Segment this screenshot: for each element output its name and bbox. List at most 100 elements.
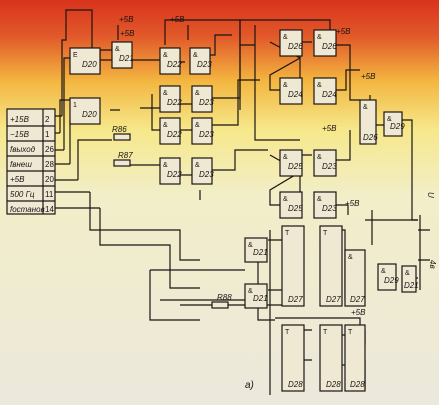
gate-symbol: &	[363, 104, 368, 111]
connector-row-pin: 28	[45, 160, 54, 169]
gate-label: D26	[288, 42, 303, 51]
edge-mark-mid: 4в	[428, 260, 437, 269]
gate-body	[244, 283, 268, 309]
gate-label: D26	[363, 133, 378, 142]
connector-row-label: +5B	[10, 175, 25, 184]
resistor-r87: R87	[113, 151, 133, 167]
gate-d23e: &D23	[313, 149, 337, 177]
gate-label: D28	[288, 380, 303, 389]
gate-d22a: &D22	[159, 47, 182, 75]
connector-row-label: fвыход	[10, 145, 36, 154]
supply-label-4: +5B	[361, 72, 376, 81]
gate-d22c: &D22	[159, 117, 182, 145]
gate-d23b: &D23	[191, 85, 214, 113]
gate-body	[159, 47, 181, 75]
gate-d25a: &D25	[279, 149, 303, 177]
gate-label: D23	[199, 130, 214, 139]
connector-row-pin: 2	[45, 115, 50, 124]
gate-symbol: &	[348, 254, 353, 261]
gate-d21b: &D21	[244, 237, 268, 263]
gate-label: D23	[199, 98, 214, 107]
gate-d26c: & D26	[359, 99, 378, 145]
gate-label: D20	[82, 110, 97, 119]
gate-body	[401, 265, 417, 293]
resistor-r87-label: R87	[118, 151, 133, 160]
gate-body	[159, 157, 181, 185]
gate-body	[244, 237, 268, 263]
gate-symbol: &	[405, 270, 410, 277]
gate-body	[281, 324, 305, 392]
gate-d23f: &D23	[313, 191, 337, 219]
gate-symbol: &	[248, 288, 253, 295]
gate-label: D25	[288, 162, 303, 171]
figure-caption: a)	[245, 380, 254, 391]
connector-row-label: +15B	[10, 115, 30, 124]
gate-d22d: &D22	[159, 157, 182, 185]
gate-body	[279, 29, 303, 57]
supply-labels: +5B +5B +5B +5B +5B +5B +5B +5B	[119, 15, 376, 317]
connector-row-label: fостанов	[10, 205, 45, 214]
gate-label: D23	[197, 60, 212, 69]
gate-d24b: &D24	[313, 77, 337, 105]
supply-label-5: +5B	[322, 124, 337, 133]
gate-d28b: T D28	[319, 324, 343, 392]
gate-body	[191, 157, 213, 185]
gate-d23d: &D23	[191, 157, 214, 185]
gate-body	[189, 47, 211, 75]
gate-body	[313, 149, 337, 177]
gate-symbol: &	[317, 82, 322, 89]
gate-symbol: &	[283, 34, 288, 41]
gate-d29a: &D29	[383, 111, 405, 137]
supply-label-7: +5B	[351, 308, 366, 317]
gate-body	[313, 77, 337, 105]
gate-symbol: &	[163, 90, 168, 97]
gate-d23c: &D23	[191, 117, 214, 145]
gate-label: D24	[288, 90, 303, 99]
gate-label: D24	[322, 90, 337, 99]
gate-body	[191, 85, 213, 113]
connector-row-label: 500 Гц	[10, 190, 35, 199]
gate-symbol: &	[195, 122, 200, 129]
gate-symbol: &	[195, 90, 200, 97]
connector-row-pin: 26	[45, 145, 54, 154]
gate-symbol: E	[73, 52, 78, 59]
gate-label: D21	[253, 248, 268, 257]
logic-gates: ED20&D21&D22&D231D20&D22&D23&D22&D23&D22…	[69, 29, 419, 392]
gate-symbol: &	[381, 268, 386, 275]
gate-symbol: &	[317, 34, 322, 41]
supply-label-3: +5B	[336, 27, 351, 36]
gate-symbol: &	[387, 116, 392, 123]
gate-d29b: &D29	[377, 263, 399, 291]
gate-d28a: T D28	[281, 324, 305, 392]
gate-symbol: &	[115, 46, 120, 53]
gate-body	[279, 149, 303, 177]
resistor-r88: R88	[211, 293, 232, 309]
gate-body	[279, 191, 303, 219]
supply-label-2: +5B	[170, 15, 185, 24]
resistor-r88-label: R88	[217, 293, 232, 302]
gate-body	[344, 249, 366, 307]
gate-symbol: &	[317, 196, 322, 203]
gate-label: D29	[390, 122, 405, 131]
gate-label: D22	[167, 60, 182, 69]
gate-d21c: &D21	[244, 283, 268, 309]
gate-symbol: T	[323, 329, 328, 336]
gate-label: D21	[119, 54, 134, 63]
gate-body	[69, 47, 101, 75]
gate-label: D28	[326, 380, 341, 389]
gate-d23a: &D23	[189, 47, 212, 75]
gate-label: D27	[350, 295, 365, 304]
gate-body	[359, 99, 377, 145]
gate-label: D20	[82, 60, 97, 69]
gate-body	[111, 41, 133, 69]
gate-label: D21	[253, 294, 268, 303]
gate-body	[281, 225, 305, 307]
connector-row-pin: 11	[45, 190, 54, 199]
supply-label-6: +5B	[345, 199, 360, 208]
gate-d26a: &D26	[279, 29, 303, 57]
gate-body	[319, 225, 343, 307]
gate-symbol: T	[285, 329, 290, 336]
